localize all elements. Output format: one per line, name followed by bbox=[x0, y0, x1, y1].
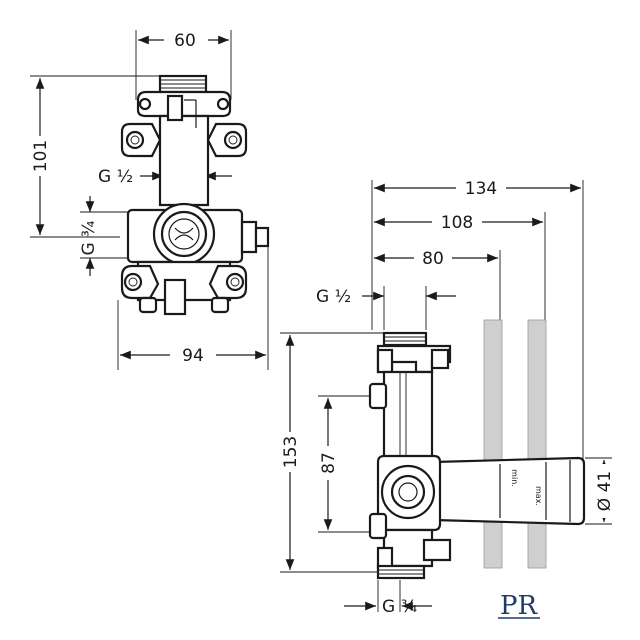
side-view: 134 108 80 G ½ 153 87 Ø 41 G ¾ bbox=[278, 176, 616, 617]
label-max: max. bbox=[534, 486, 543, 506]
wall-plane-max bbox=[527, 319, 547, 569]
logo-text: PR bbox=[500, 591, 538, 621]
cartridge-tube bbox=[432, 456, 586, 526]
dimension-depth-mid: 108 bbox=[441, 213, 473, 233]
thread-label-left: G ¾ bbox=[79, 220, 99, 255]
dimension-depth-min: 80 bbox=[422, 249, 444, 269]
valve-body-side bbox=[368, 331, 452, 580]
brand-logo: PR bbox=[498, 591, 540, 621]
dimension-width-total: 94 bbox=[182, 346, 204, 366]
thread-label-side: G ½ bbox=[98, 167, 133, 187]
dimension-height-mid: 87 bbox=[319, 452, 339, 474]
dimension-height: 101 bbox=[31, 140, 51, 172]
thread-label-bottom: G ¾ bbox=[382, 597, 417, 617]
dimension-height-total: 153 bbox=[281, 436, 301, 468]
label-min: min. bbox=[510, 469, 519, 487]
valve-body-front bbox=[120, 74, 270, 316]
thread-label-top: G ½ bbox=[316, 287, 351, 307]
dimension-depth-total: 134 bbox=[465, 179, 497, 199]
dimension-diameter: Ø 41 bbox=[595, 471, 615, 511]
wall-plane-min bbox=[483, 319, 503, 569]
dimension-width-top: 60 bbox=[174, 31, 196, 51]
front-view: 60 101 G ½ G ¾ 94 bbox=[28, 28, 270, 370]
